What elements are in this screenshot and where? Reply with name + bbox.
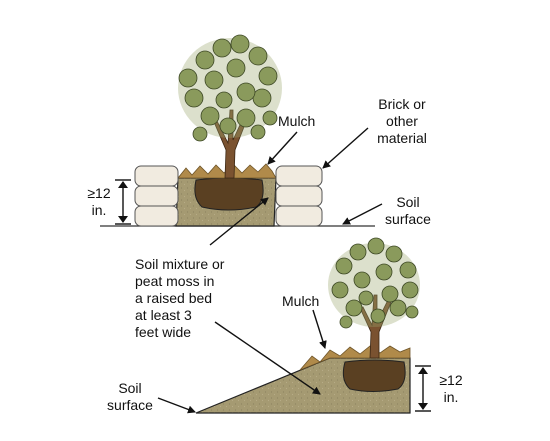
arrow-bottom-soil xyxy=(157,397,196,414)
right-brick-stack xyxy=(275,165,323,227)
brick-label: Brick or other material xyxy=(362,96,442,147)
soil-mixture-line3: a raised bed xyxy=(135,290,213,306)
top-root-ball xyxy=(194,177,264,211)
bottom-soil-line2: surface xyxy=(107,397,153,413)
brick-label-line1: Brick or xyxy=(378,96,426,112)
soil-mixture-label: Soil mixture or peat moss in a raised be… xyxy=(135,256,224,341)
soil-mixture-line1: Soil mixture or xyxy=(135,256,225,272)
soil-mixture-line4: at least 3 xyxy=(135,307,192,323)
top-height-label: ≥12 in. xyxy=(84,185,114,219)
top-height-dimension xyxy=(115,179,131,225)
arrow-top-soil xyxy=(342,203,383,225)
brick-label-line2: other xyxy=(386,113,418,129)
bottom-tree-canopy xyxy=(328,237,420,329)
top-mulch-label: Mulch xyxy=(278,113,316,129)
bottom-soil-surface-label: Soil surface xyxy=(100,380,160,414)
top-soil-surface-label: Soil surface xyxy=(378,194,438,228)
brick-label-line3: material xyxy=(377,130,427,146)
arrow-brick xyxy=(322,127,369,169)
arrow-mix-top xyxy=(209,197,269,246)
bottom-mulch-label: Mulch xyxy=(282,293,320,309)
top-height-unit: in. xyxy=(91,202,107,218)
bottom-height-value: ≥12 xyxy=(439,372,463,388)
top-soil-line2: surface xyxy=(385,211,431,227)
bottom-height-unit: in. xyxy=(443,389,459,405)
leader-arrows xyxy=(157,127,383,414)
bottom-height-label: ≥12 in. xyxy=(434,372,468,406)
bottom-mulch-layer xyxy=(299,345,411,371)
arrow-bottom-mulch xyxy=(312,309,327,349)
arrow-top-mulch xyxy=(267,131,298,165)
soil-mixture-line2: peat moss in xyxy=(135,273,215,289)
top-height-value: ≥12 xyxy=(87,185,111,201)
soil-mixture-line5: feet wide xyxy=(135,324,192,340)
top-tree-canopy xyxy=(178,34,282,142)
bottom-mound-bed xyxy=(195,237,431,414)
bottom-root-ball xyxy=(342,359,406,392)
top-soil-line1: Soil xyxy=(396,194,420,210)
bottom-soil-line1: Soil xyxy=(118,380,142,396)
arrow-mix-bottom xyxy=(214,321,321,395)
top-raised-bed xyxy=(100,34,375,227)
bottom-height-dimension xyxy=(415,365,431,412)
left-brick-stack xyxy=(134,165,179,227)
